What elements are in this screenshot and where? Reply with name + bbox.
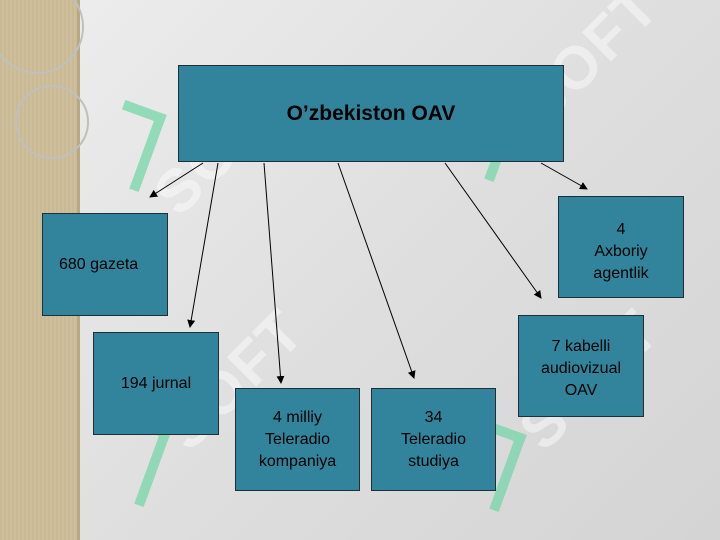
- arrow-to-axboriy: [540, 162, 588, 190]
- node-teleradio-kompaniya: 4 milliy Teleradio kompaniya: [235, 388, 360, 491]
- decorative-arc: [15, 85, 89, 159]
- arrow-to-kabelli: [444, 162, 542, 299]
- arrow-to-gazeta: [149, 162, 204, 198]
- node-jurnal: 194 jurnal: [93, 332, 219, 435]
- root-node: O’zbekiston OAV: [178, 65, 564, 162]
- node-teleradio-studiya: 34 Teleradio studiya: [371, 388, 496, 491]
- node-axboriy: 4 Axboriy agentlik: [558, 196, 684, 298]
- node-kabelli: 7 kabelli audiovizual OAV: [518, 315, 644, 417]
- arrow-to-jurnal: [187, 162, 219, 328]
- node-gazeta: 680 gazeta: [42, 213, 168, 316]
- arrow-to-teleradio-kompaniya: [263, 162, 285, 384]
- arrow-to-teleradio-studiya: [337, 162, 416, 379]
